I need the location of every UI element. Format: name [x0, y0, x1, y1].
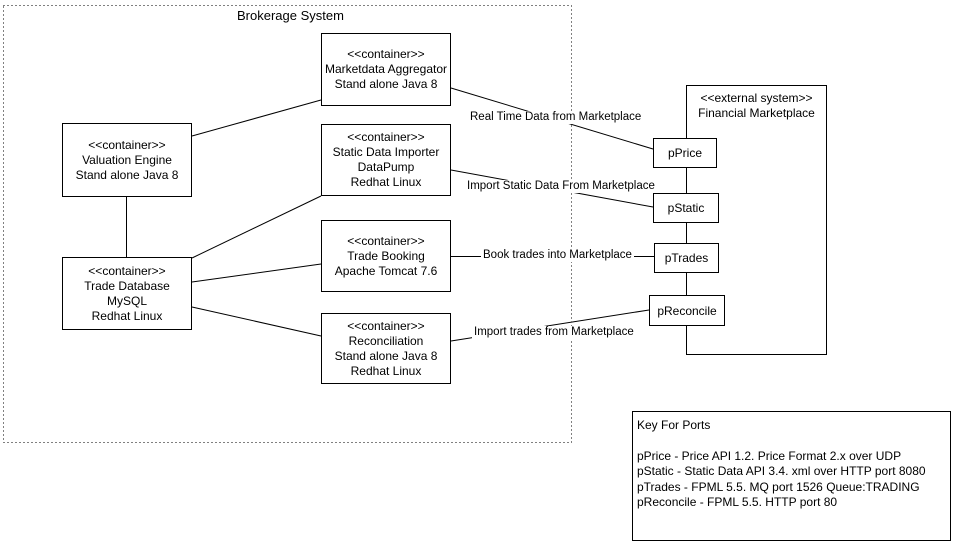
- text-line: pTrades - FPML 5.5. MQ port 1526 Queue:T…: [637, 479, 920, 494]
- text-line: Redhat Linux: [91, 308, 163, 323]
- port-preconcile: pReconcile: [649, 295, 725, 326]
- text-line: pStatic - Static Data API 3.4. xml over …: [637, 464, 926, 478]
- edge-label-import-trades: Import trades from Marketplace: [472, 326, 636, 339]
- system-boundary-title: Brokerage System: [237, 8, 344, 23]
- text-line: Trade Database: [84, 278, 170, 293]
- edge-valuation-to-marketdata: [191, 99, 322, 137]
- edge-label-real-time-data: Real Time Data from Marketplace: [468, 111, 644, 124]
- text-line: Valuation Engine: [82, 152, 172, 167]
- text-line: Stand alone Java 8: [334, 348, 438, 363]
- system-boundary: [3, 5, 572, 443]
- port-pprice: pPrice: [653, 138, 717, 168]
- edge-tradedb-to-tradebooking: [191, 263, 322, 283]
- key-for-ports-box: Key For Ports pPrice - Price API 1.2. Pr…: [632, 411, 951, 541]
- edge-label-book-trades: Book trades into Marketplace: [481, 249, 634, 262]
- text-line: Financial Marketplace: [698, 106, 815, 120]
- port-ptrades: pTrades: [654, 243, 719, 273]
- text-line: <<container>>: [347, 47, 425, 61]
- key-entries: pPrice - Price API 1.2. Price Format 2.x…: [637, 449, 946, 511]
- text-line: <<container>>: [347, 130, 425, 144]
- edge-tradedb-to-reconciliation: [191, 306, 322, 337]
- text-line: <<container>>: [88, 137, 166, 152]
- text-line: Marketdata Aggregator: [324, 62, 448, 76]
- key-title: Key For Ports: [637, 418, 711, 432]
- text-line: Stand alone Java 8: [75, 167, 179, 182]
- text-line: Redhat Linux: [350, 175, 422, 189]
- text-line: Reconciliation: [348, 333, 424, 348]
- text-line: Apache Tomcat 7.6: [334, 263, 438, 278]
- text-line: Trade Booking: [347, 248, 425, 263]
- text-line: <<container>>: [347, 233, 425, 248]
- text-line: <<container>>: [347, 318, 425, 333]
- key-spacer: [637, 434, 946, 449]
- text-line: pPrice - Price API 1.2. Price Format 2.x…: [637, 448, 902, 463]
- edge-staticimporter-to-tradedb: [191, 195, 322, 259]
- text-line: <<container>>: [88, 263, 166, 278]
- port-pstatic: pStatic: [653, 193, 719, 223]
- text-line: pReconcile - FPML 5.5. HTTP port 80: [637, 495, 838, 509]
- text-line: DataPump: [357, 160, 415, 174]
- text-line: <<external system>>: [700, 91, 813, 105]
- edge-label-import-static-data: Import Static Data From Marketplace: [465, 180, 657, 193]
- text-line: Static Data Importer: [332, 145, 440, 159]
- text-line: Redhat Linux: [350, 363, 422, 378]
- text-line: Stand alone Java 8: [334, 77, 438, 91]
- text-line: MySQL: [106, 293, 147, 308]
